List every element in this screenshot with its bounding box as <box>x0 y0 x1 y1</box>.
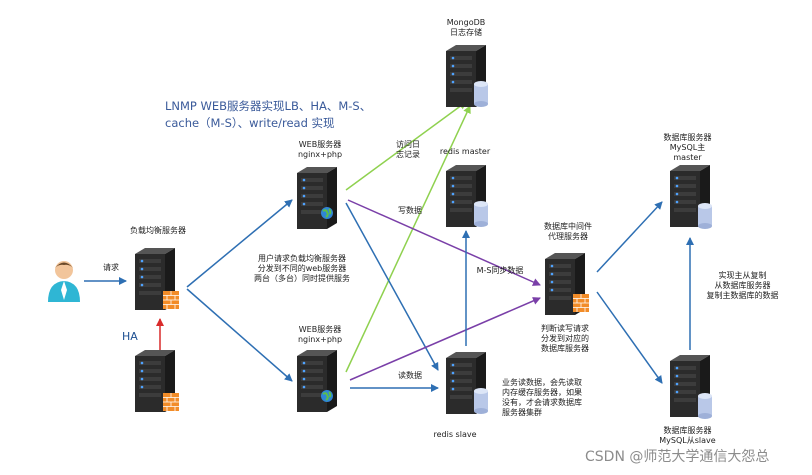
edge-web2-to-mongodb <box>345 105 471 373</box>
ha-server-icon <box>135 350 180 412</box>
lb-label: 负载均衡服务器 <box>130 226 186 235</box>
web2-label: WEB服务器 nginx+php <box>297 325 343 344</box>
mysql-slave-server-icon <box>670 355 712 419</box>
edge-web1-to-mongodb <box>345 101 467 191</box>
mysql-master-label: 数据库服务器 MySQL主 master <box>663 133 712 162</box>
redis-slave-label: redis slave <box>433 430 477 439</box>
web1-server-icon <box>297 167 337 229</box>
mysql-master-server-icon <box>670 165 712 229</box>
edge-web1-to-proxy <box>347 199 541 286</box>
replication-note: 实现主从复制 从数据库服务器 复制主数据库的数据 <box>706 271 779 300</box>
web1-label: WEB服务器 nginx+php <box>297 140 343 159</box>
edge-web1-to-redis-slave <box>345 202 439 371</box>
proxy-label: 数据库中间件 代理服务器 <box>544 222 592 241</box>
cache-note: 业务读数据，会先读取 内存缓存服务器，如果 没有，才会请求数据库 服务器集群 <box>502 378 582 417</box>
ha-label: HA <box>122 330 138 343</box>
redis-master-server-icon <box>446 165 488 227</box>
edge-lb-to-web2 <box>186 288 293 382</box>
ms-sync-edge-label: M-S同步数据 <box>476 266 524 275</box>
redis-slave-server-icon <box>446 352 488 414</box>
request-edge-label: 请求 <box>103 263 119 272</box>
web2-server-icon <box>297 350 337 412</box>
mysql-slave-label: 数据库服务器 MySQL从slave <box>659 426 716 445</box>
edge-web2-to-proxy <box>349 297 541 381</box>
redis-master-label: redis master <box>439 147 491 156</box>
proxy-server-icon <box>545 253 590 315</box>
edge-proxy-to-mysql-slave <box>596 291 663 384</box>
client-user-icon <box>48 261 80 302</box>
mongodb-label: MongoDB 日志存储 <box>446 18 486 37</box>
read-edge-label: 读数据 <box>398 371 422 380</box>
diagram-title: LNMP WEB服务器实现LB、HA、M-S、 cache（M-S）、write… <box>165 99 372 130</box>
edge-lb-to-web1 <box>186 199 293 288</box>
edge-proxy-to-mysql-master <box>596 201 663 273</box>
mongodb-server-icon <box>446 45 488 107</box>
lb-server-icon <box>135 248 180 310</box>
rw-split-note: 判断读写请求 分发到对应的 数据库服务器 <box>541 324 589 353</box>
log-edge-label: 访问日 志记录 <box>396 140 420 159</box>
dispatch-note: 用户请求负载均衡服务器 分发到不同的web服务器 两台（多台）同时提供服务 <box>254 254 350 283</box>
edges <box>84 101 694 392</box>
watermark: CSDN @师范大学通信大怨总 <box>585 449 770 465</box>
write-edge-label: 写数据 <box>398 206 422 215</box>
